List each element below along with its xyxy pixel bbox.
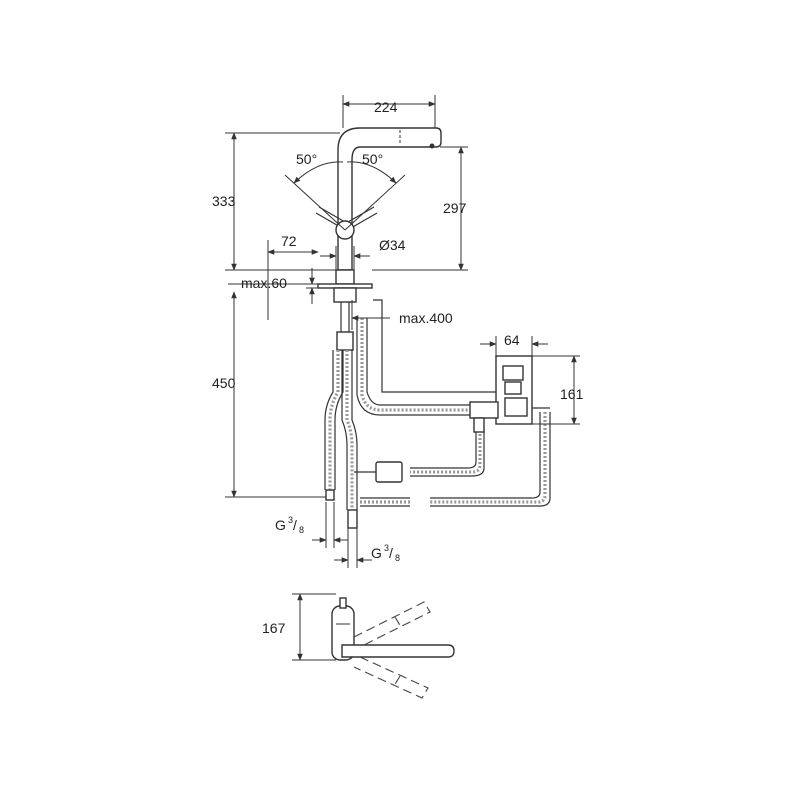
label-spout-reach: 224	[374, 99, 398, 115]
label-connection-right: G 3 / 8	[371, 543, 400, 563]
connection-right-slash: /	[389, 545, 393, 561]
label-offset: 72	[281, 233, 297, 249]
dimension-lines	[225, 95, 580, 568]
label-angle-left: 50°	[296, 151, 317, 167]
connection-right-num: 3	[384, 543, 389, 553]
faucet-top-view	[292, 593, 455, 699]
connection-left-num: 3	[288, 515, 293, 525]
connection-right-base: G	[371, 545, 382, 561]
control-box	[469, 355, 550, 433]
supply-hoses	[324, 299, 551, 529]
label-box-width: 64	[504, 332, 520, 348]
connection-left-slash: /	[293, 517, 297, 533]
connection-right-den: 8	[395, 553, 400, 563]
label-angle-right: 50°	[362, 151, 383, 167]
label-box-height: 161	[560, 386, 584, 402]
label-diameter: Ø34	[379, 237, 406, 253]
faucet-side-view	[315, 127, 442, 351]
connection-left-base: G	[275, 517, 286, 533]
label-connection-left: G 3 / 8	[275, 515, 304, 535]
label-overall-height: 333	[212, 193, 236, 209]
label-max-thickness: max.60	[241, 275, 287, 291]
dimension-labels: 224 50° 50° 333 297 72 Ø34 max.60 max.40…	[212, 99, 584, 636]
label-handle-height: 167	[262, 620, 286, 636]
label-spout-height: 297	[443, 200, 467, 216]
label-below-counter: 450	[212, 375, 236, 391]
label-max-hose: max.400	[399, 310, 453, 326]
connection-left-den: 8	[299, 525, 304, 535]
